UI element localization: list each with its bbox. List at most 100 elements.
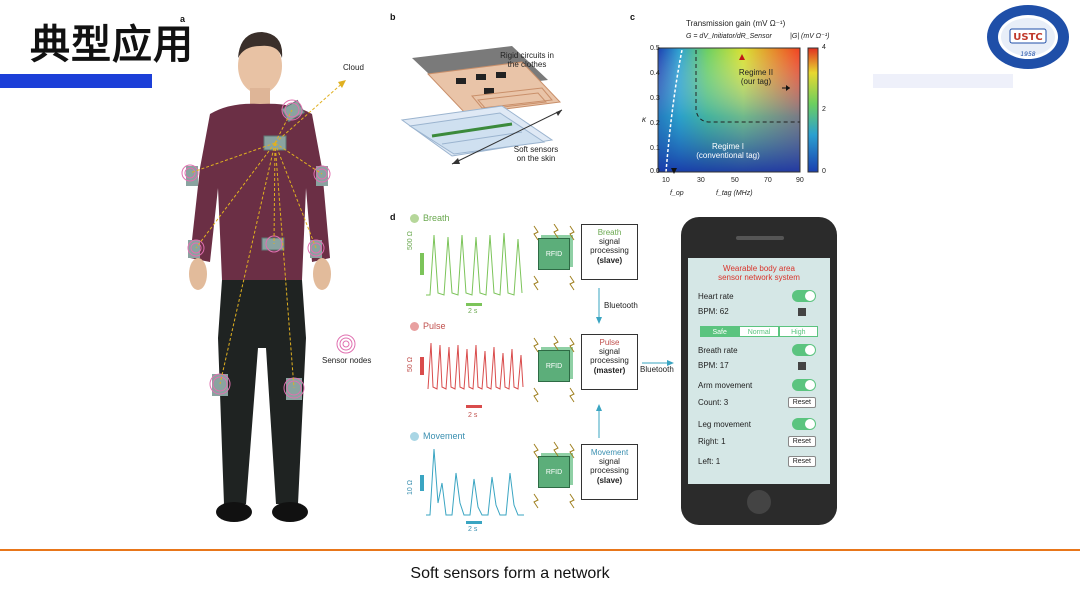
pulse-proc-line-4: (master) (593, 365, 626, 375)
breath-bpm-row: BPM: 17 (698, 361, 806, 370)
f-op-label: f_op (670, 190, 684, 197)
y-tick-0.0: 0.0 (650, 168, 660, 175)
seg-normal[interactable]: Normal (739, 326, 779, 337)
panel-b-letter: b (390, 12, 396, 22)
pulse-proc-line-2: signal (599, 347, 620, 357)
bluetooth-arrows (596, 288, 674, 438)
rfid-signal-icons (533, 224, 575, 509)
arm-movement-toggle[interactable] (792, 379, 816, 391)
movement-processing-box: Movement signal processing (slave) (581, 444, 638, 500)
gain-heatmap (657, 47, 819, 174)
heart-bpm-row: BPM: 62 (698, 307, 806, 316)
cb-tick-4: 4 (822, 44, 826, 51)
soft-label-line-2: on the skin (516, 153, 556, 163)
x-tick-50: 50 (731, 177, 739, 184)
pulse-waveform (420, 342, 524, 408)
movement-proc-line-2: signal (599, 457, 620, 467)
leg-movement-row: Leg movement (698, 418, 816, 430)
breath-indicator (798, 361, 806, 370)
phone-home-button[interactable] (747, 490, 771, 514)
rigid-label-line-2: the clothes (507, 59, 547, 69)
rfid-chip-breath: RFID (538, 238, 570, 270)
y-tick-0.3: 0.3 (650, 95, 660, 102)
y-tick-0.4: 0.4 (650, 70, 660, 77)
breath-rate-row: Breath rate (698, 344, 816, 356)
phone-header: Wearable body area sensor network system (690, 264, 828, 283)
breath-proc-line-2: signal (599, 237, 620, 247)
regime-2-label: Regime II (our tag) (733, 68, 779, 87)
movement-dot (410, 431, 419, 441)
breath-proc-line-1: Breath (597, 228, 622, 237)
pulse-time: 2 s (468, 412, 478, 419)
panel-a-letter: a (180, 14, 186, 24)
heart-indicator (798, 307, 806, 316)
x-tick-70: 70 (764, 177, 772, 184)
pulse-scale: 50 Ω (407, 357, 414, 372)
slide-caption: Soft sensors form a network (410, 565, 610, 582)
arm-reset-button[interactable]: Reset (787, 397, 816, 408)
panel-c-letter: c (630, 12, 636, 22)
sensor-node-icon (336, 334, 356, 354)
human-figure (181, 32, 347, 522)
arm-movement-row: Arm movement (698, 379, 816, 391)
regime-2-line-1: Regime II (738, 68, 774, 77)
university-logo: USTC 1958 (987, 5, 1069, 69)
cloud-label: Cloud (343, 63, 364, 72)
breath-processing-box: Breath signal processing (slave) (581, 224, 638, 280)
breath-scale: 500 Ω (407, 231, 414, 250)
regime-1-label: Regime I (conventional tag) (688, 142, 768, 161)
heatmap-title: Transmission gain (mV Ω⁻¹) (686, 19, 786, 28)
f-tag-label: f_tag (MHz) (716, 190, 753, 197)
leg-right-reset-button[interactable]: Reset (787, 436, 816, 447)
breath-rate-toggle[interactable] (792, 344, 816, 356)
cb-tick-2: 2 (822, 106, 826, 113)
regime-1-line-1: Regime I (711, 142, 744, 151)
movement-waveform (420, 448, 524, 524)
panel-d-letter: d (390, 212, 396, 222)
breath-proc-line-4: (slave) (596, 255, 623, 265)
phone-header-line-2: sensor network system (718, 272, 800, 282)
leg-left-value: Left: 1 (698, 457, 721, 466)
leg-left-reset-button[interactable]: Reset (787, 456, 816, 467)
header-band (873, 74, 1013, 88)
leg-right-row: Right: 1 Reset (698, 436, 816, 447)
bluetooth-label-1: Bluetooth (604, 301, 638, 310)
heart-rate-toggle[interactable] (792, 290, 816, 302)
regime-2-line-2: (our tag) (740, 76, 772, 86)
cb-tick-0: 0 (822, 168, 826, 175)
arm-count-value: Count: 3 (698, 398, 729, 407)
movement-proc-line-3: processing (590, 466, 629, 476)
rigid-circuits-label: Rigid circuits in the clothes (492, 51, 562, 70)
seg-safe[interactable]: Safe (700, 326, 740, 337)
phone-header-line-1: Wearable body area (723, 264, 795, 273)
x-tick-90: 90 (796, 177, 804, 184)
rfid-chip-pulse: RFID (538, 350, 570, 382)
pulse-processing-box: Pulse signal processing (master) (581, 334, 638, 390)
pulse-label: Pulse (423, 321, 446, 331)
movement-scale: 10 Ω (407, 480, 414, 495)
slide-title: 典型应用 (30, 22, 194, 68)
leg-left-row: Left: 1 Reset (698, 456, 816, 467)
phone-speaker (736, 236, 784, 240)
movement-legend: Movement (410, 431, 465, 441)
logo-year: 1958 (1020, 51, 1035, 58)
breath-dot (410, 213, 419, 223)
heatmap-y-label: κ (642, 115, 646, 124)
colorbar-label: |G| (mV Ω⁻¹) (790, 33, 830, 40)
x-tick-10: 10 (662, 177, 670, 184)
footer-divider (0, 549, 1080, 551)
breath-waveform (420, 232, 523, 306)
logo-text: USTC (1013, 32, 1042, 43)
rfid-chip-movement: RFID (538, 456, 570, 488)
layered-device-illustration (400, 46, 563, 165)
breath-rate-label: Breath rate (698, 345, 738, 355)
soft-label-line-1: Soft sensors (513, 145, 559, 154)
pulse-dot (410, 321, 419, 331)
y-tick-0.1: 0.1 (650, 145, 660, 152)
breath-time: 2 s (468, 308, 478, 315)
seg-high[interactable]: High (778, 326, 818, 337)
pulse-proc-line-1: Pulse (599, 338, 620, 347)
leg-movement-toggle[interactable] (792, 418, 816, 430)
soft-sensors-label: Soft sensors on the skin (506, 145, 566, 164)
pulse-proc-line-3: processing (590, 356, 629, 366)
